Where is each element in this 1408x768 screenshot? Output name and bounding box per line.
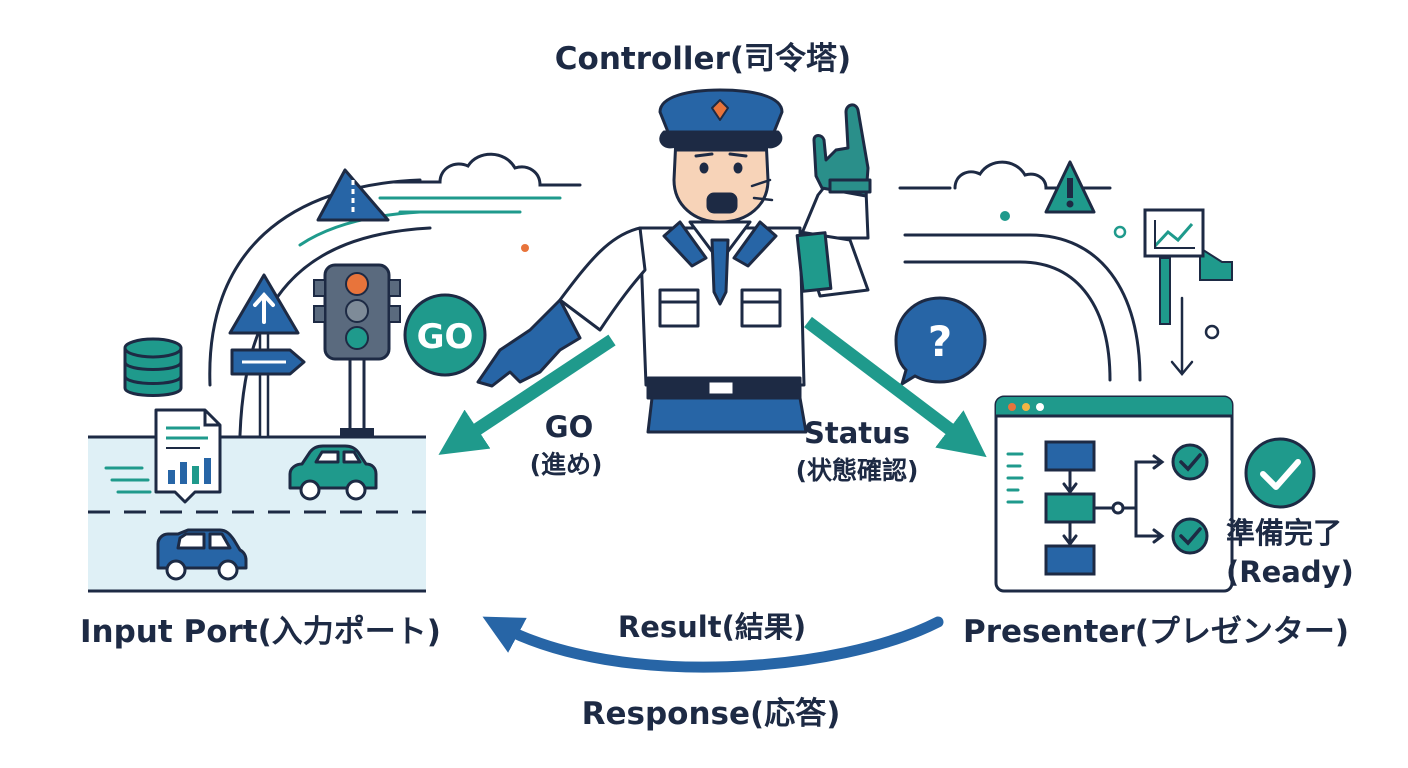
left-cloud: [393, 152, 582, 187]
result-arrow: [482, 616, 944, 673]
ring-dot-2: [1204, 324, 1220, 340]
go-arrow: [438, 334, 616, 455]
orange-dot: [521, 244, 529, 252]
status-label: Status: [803, 416, 911, 450]
response-label: Response(応答): [581, 696, 841, 732]
database-icon: [123, 337, 183, 397]
ready-check-icon: [1244, 437, 1316, 509]
go-badge: GO: [403, 293, 487, 377]
question-badge: ?: [894, 296, 987, 388]
controller-label: Controller(司令塔): [554, 41, 852, 77]
status-sub-label: (状態確認): [795, 456, 919, 485]
blue-car-icon: [156, 528, 248, 581]
green-car-icon: [288, 444, 378, 501]
down-arrow-right: [1170, 296, 1194, 376]
chart-signpost-icon: [1143, 208, 1233, 325]
warning-sign-icon: [1044, 160, 1096, 214]
input-port-label: Input Port(入力ポート): [80, 614, 441, 650]
traffic-light-icon: [313, 263, 401, 438]
ring-dot: [1113, 225, 1127, 239]
ready-jp-label: 準備完了: [1226, 516, 1343, 550]
traffic-officer-icon: [476, 88, 872, 434]
presenter-window: [994, 395, 1234, 593]
status-arrow: [804, 316, 987, 458]
left-road-curves: [208, 178, 562, 437]
go-label: GO: [544, 410, 594, 444]
right-road-curves: [898, 186, 1142, 382]
result-label: Result(結果): [617, 610, 807, 644]
report-document-icon: [154, 408, 222, 504]
road-panel: [88, 435, 426, 593]
road-sign-triangle-icon: [316, 168, 390, 222]
ready-en-label: (Ready): [1226, 555, 1354, 589]
question-badge-text: ?: [928, 317, 952, 366]
check-icon: [1171, 443, 1209, 555]
go-sub-label: (進め): [529, 450, 603, 479]
go-badge-text: GO: [417, 317, 474, 357]
right-cloud: [953, 160, 1112, 190]
teal-dot: [1000, 211, 1010, 221]
presenter-label: Presenter(プレゼンター): [963, 614, 1350, 650]
up-arrow-sign-icon: [228, 273, 306, 439]
